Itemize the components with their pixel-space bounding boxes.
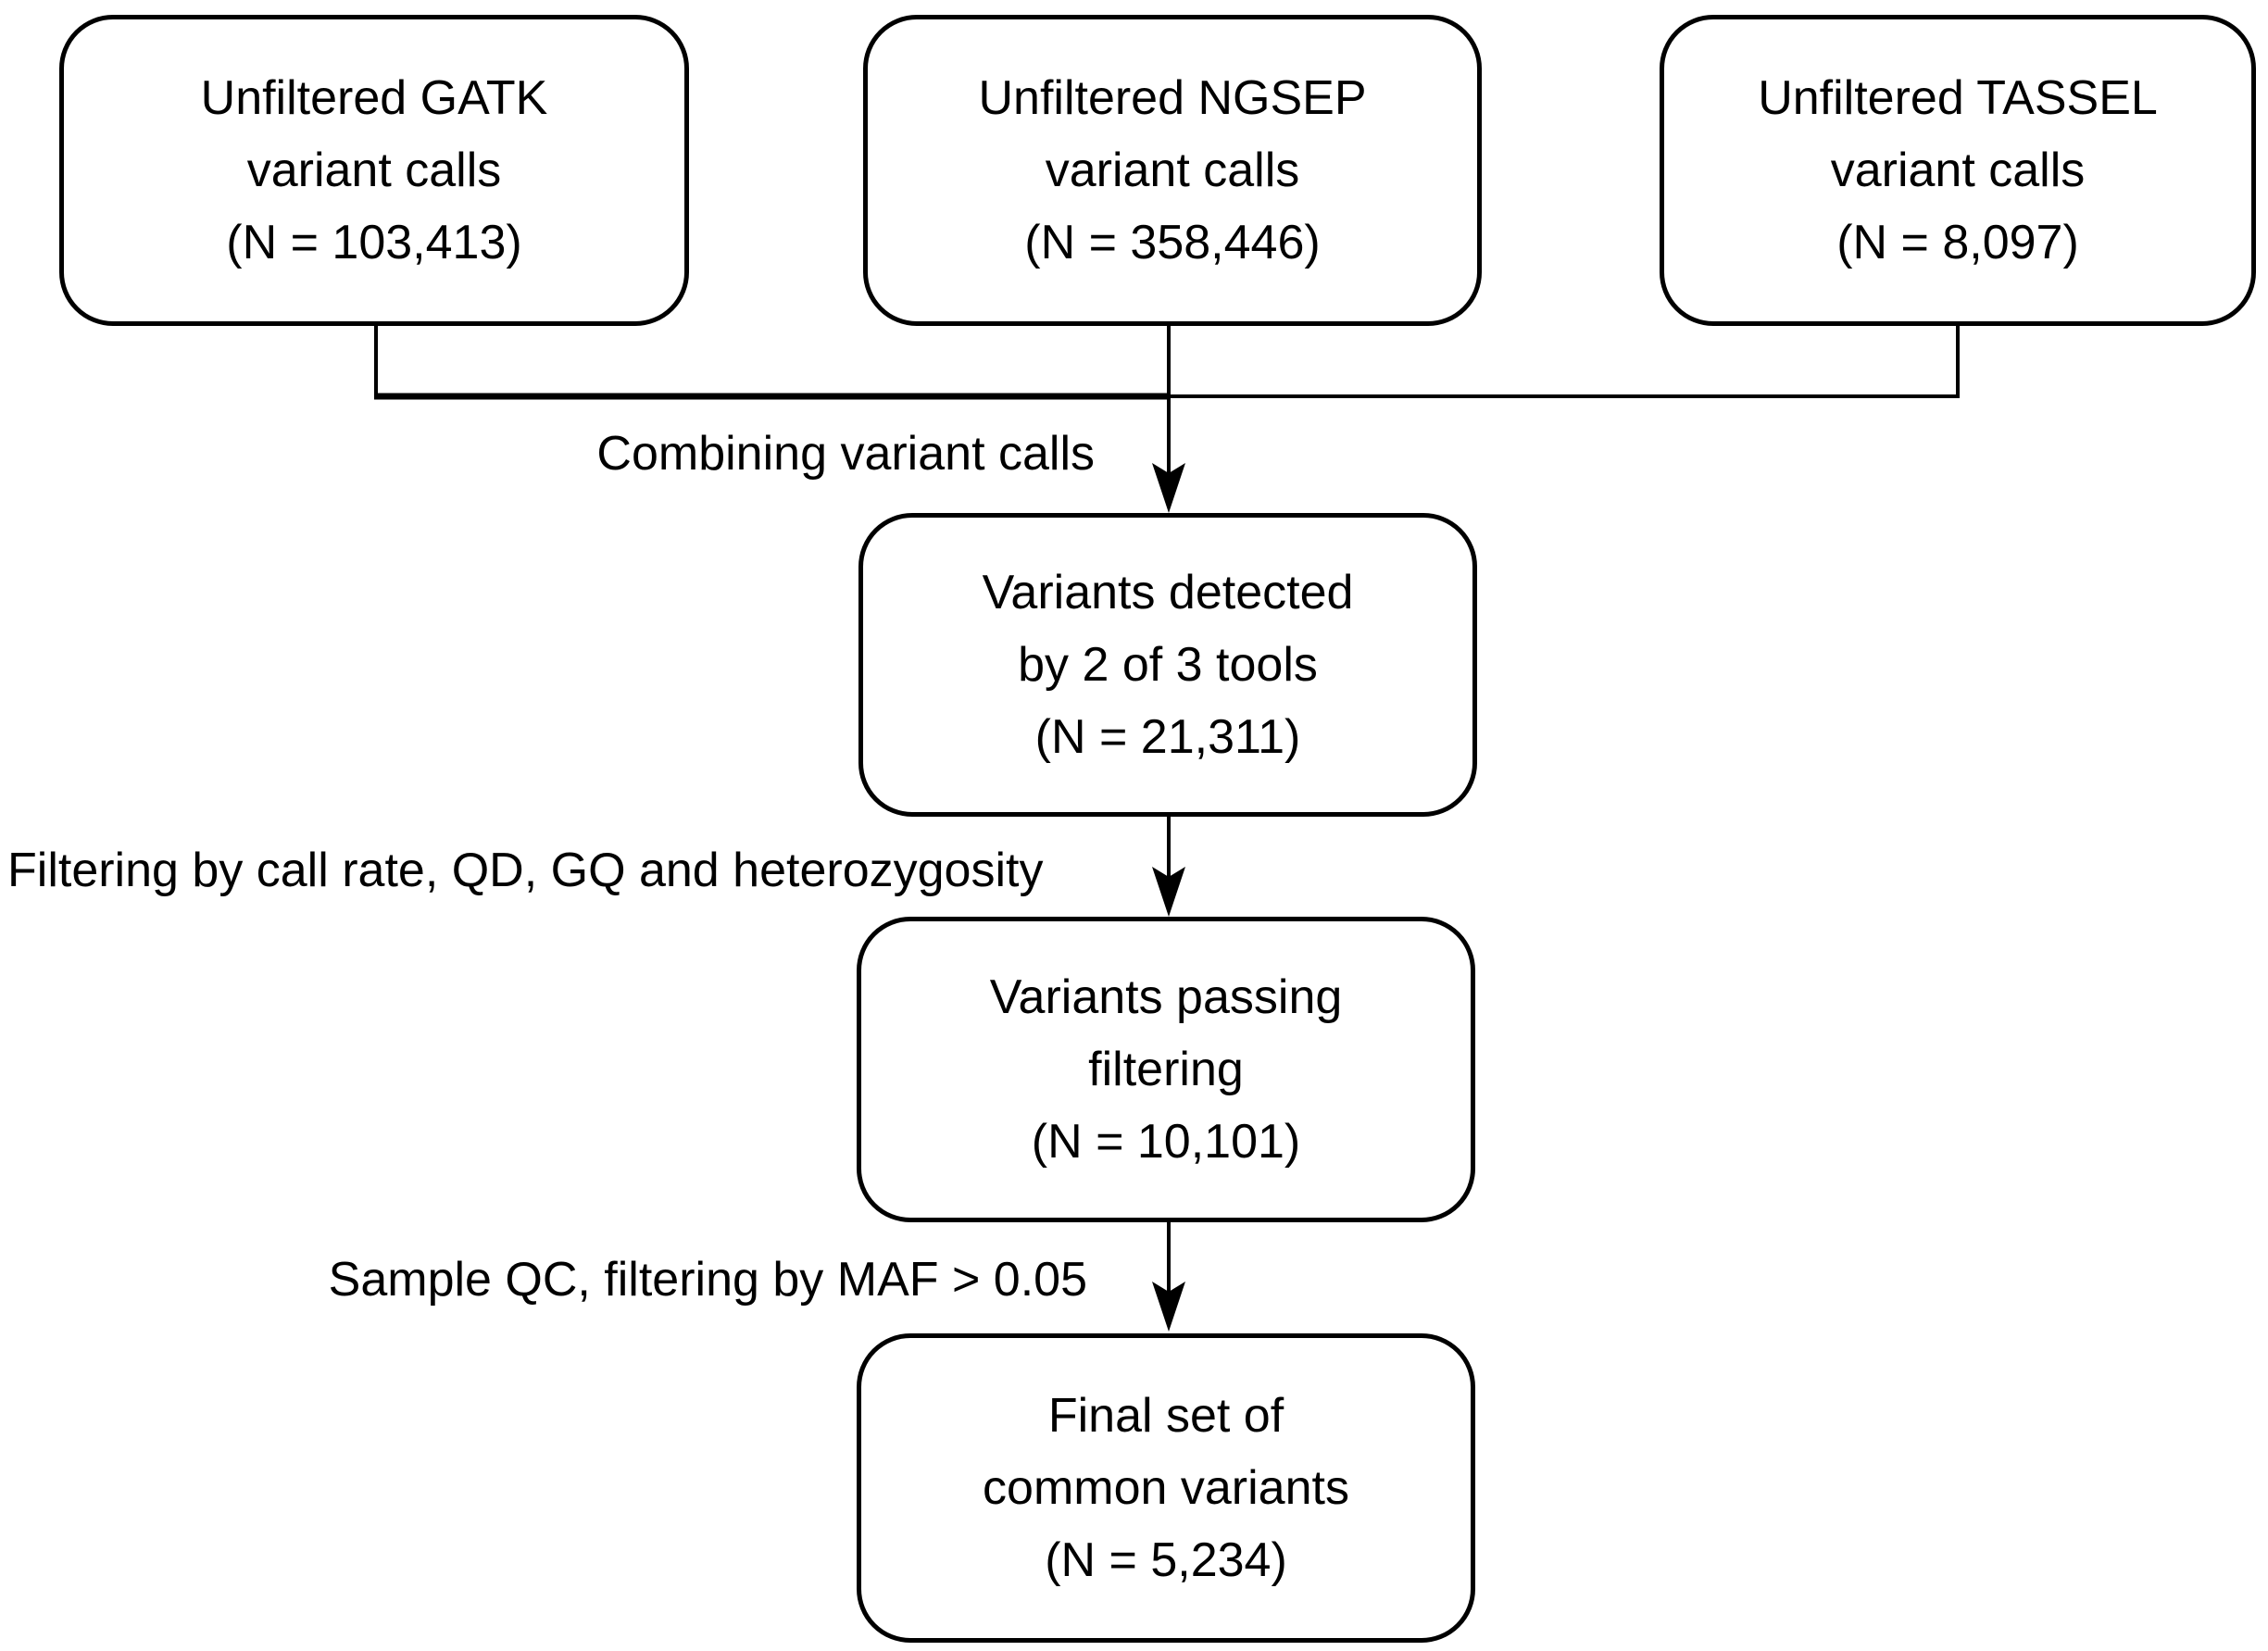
node-text-line: (N = 358,446) xyxy=(1024,216,1321,269)
arrow-sampleqc-head xyxy=(1152,1282,1185,1332)
node-text-line: variant calls xyxy=(1045,144,1300,197)
node-text-line: by 2 of 3 tools xyxy=(1018,638,1318,692)
edge-label-combining-variant-calls: Combining variant calls xyxy=(596,427,1095,481)
edge-label-sample-qc-maf: Sample QC, filtering by MAF > 0.05 xyxy=(328,1253,1087,1307)
node-text-line: Unfiltered NGSEP xyxy=(978,71,1367,125)
node-unfiltered-ngsep: Unfiltered NGSEP variant calls (N = 358,… xyxy=(863,15,1482,326)
node-text-line: filtering xyxy=(1088,1043,1244,1096)
node-text-line: (N = 21,311) xyxy=(1034,710,1301,764)
node-text-line: Unfiltered TASSEL xyxy=(1758,71,2158,125)
node-text-line: common variants xyxy=(983,1461,1349,1515)
node-text-line: variant calls xyxy=(1830,144,2086,197)
node-text-line: Final set of xyxy=(1047,1389,1284,1443)
node-final-set: Final set of common variants (N = 5,234) xyxy=(857,1333,1475,1643)
node-text-line: (N = 103,413) xyxy=(226,216,522,269)
node-text-line: (N = 8,097) xyxy=(1836,216,2079,269)
node-unfiltered-gatk: Unfiltered GATK variant calls (N = 103,4… xyxy=(59,15,689,326)
arrow-filter-head xyxy=(1152,867,1185,917)
node-text-line: (N = 5,234) xyxy=(1045,1533,1287,1587)
node-text-line: Variants detected xyxy=(982,566,1354,619)
node-text-line: Variants passing xyxy=(989,970,1343,1024)
node-variants-detected: Variants detected by 2 of 3 tools (N = 2… xyxy=(858,513,1477,817)
node-text-line: variant calls xyxy=(246,144,502,197)
node-text-line: (N = 10,101) xyxy=(1031,1115,1301,1169)
arrow-combine-head xyxy=(1152,463,1185,513)
edge-label-filtering-by-call-rate: Filtering by call rate, QD, GQ and heter… xyxy=(7,844,1044,897)
node-variants-passing: Variants passing filtering (N = 10,101) xyxy=(857,917,1475,1222)
node-unfiltered-tassel: Unfiltered TASSEL variant calls (N = 8,0… xyxy=(1660,15,2256,326)
node-text-line: Unfiltered GATK xyxy=(200,71,548,125)
